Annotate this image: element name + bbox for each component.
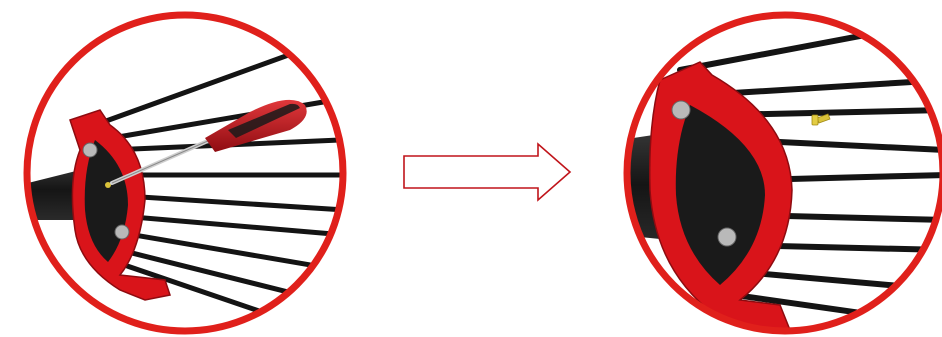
bolt-icon bbox=[672, 101, 690, 119]
before-detail-panel bbox=[20, 10, 350, 337]
bolt-icon bbox=[115, 225, 129, 239]
bolt-icon bbox=[718, 228, 736, 246]
bolt-icon bbox=[83, 143, 97, 157]
right-arrow-icon bbox=[404, 144, 570, 200]
